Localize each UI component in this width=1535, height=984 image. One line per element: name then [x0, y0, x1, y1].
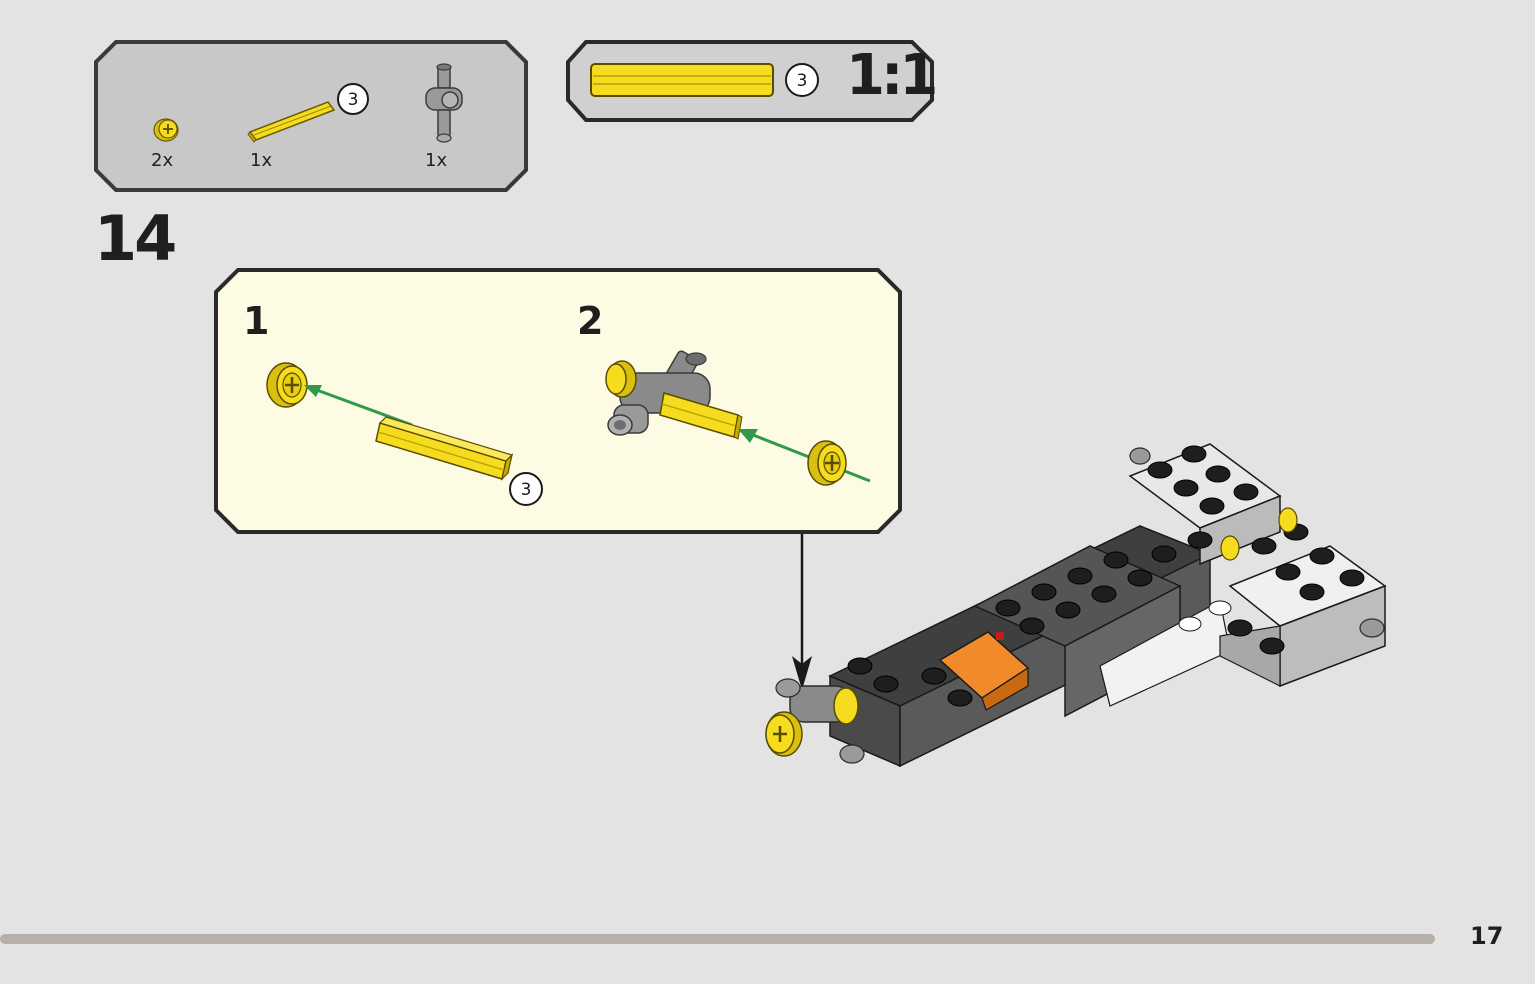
scale-length-callout-icon: 3 [785, 63, 819, 97]
page-footer-rule [0, 934, 1435, 944]
scale-label: 1:1 [846, 43, 938, 108]
substep-1-length-callout-icon: 3 [509, 472, 543, 506]
substep-number-2: 2 [577, 299, 604, 343]
parts-quantity-connector: 1x [425, 150, 448, 171]
substep-1-length-text: 3 [521, 480, 532, 500]
length-callout-icon: 3 [337, 83, 369, 115]
main-model-illustration [765, 443, 1387, 768]
submodel-panel [214, 268, 902, 534]
scale-length-text: 3 [797, 71, 808, 91]
substep-2-illustration [605, 350, 871, 486]
parts-quantity-axle: 1x [250, 150, 273, 171]
substep-1-illustration [266, 362, 514, 481]
length-callout-text: 3 [348, 90, 359, 110]
parts-quantity-bush: 2x [151, 150, 174, 171]
axle-pin-connector-icon [425, 63, 463, 143]
yellow-axle-icon [247, 101, 336, 143]
page-number: 17 [1470, 922, 1504, 950]
substep-number-1: 1 [243, 299, 270, 343]
placement-arrow [792, 534, 812, 690]
scale-axle-icon [590, 63, 774, 97]
step-number: 14 [94, 202, 177, 275]
yellow-bush-icon [153, 118, 179, 142]
